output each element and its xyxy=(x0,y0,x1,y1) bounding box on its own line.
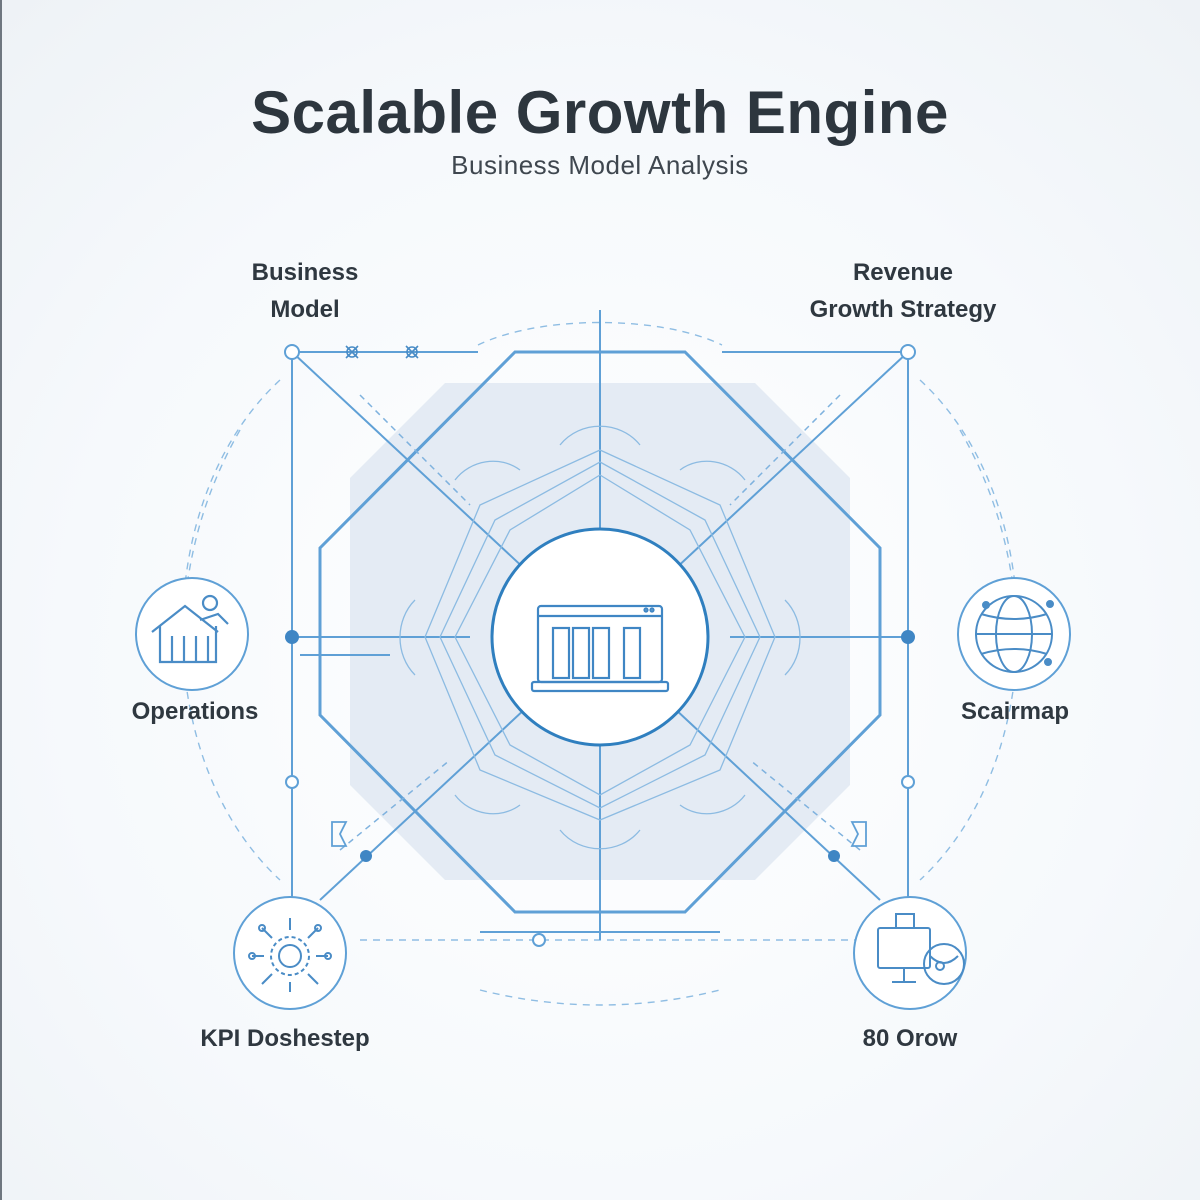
label-business-model-line1: Business xyxy=(251,259,359,286)
label-business-model: Business Model xyxy=(205,254,405,328)
label-revenue-growth-line2: Growth Strategy xyxy=(809,296,997,323)
label-operations: Operations xyxy=(131,698,259,725)
label-kpi: KPI Doshestep xyxy=(200,1025,370,1052)
label-business-model-line2: Model xyxy=(270,296,340,323)
small-gear-icons xyxy=(345,345,419,359)
label-orow: 80 Orow xyxy=(862,1025,958,1052)
globe-icon xyxy=(975,595,1054,673)
frame-edge xyxy=(0,0,2,1200)
operations-node[interactable] xyxy=(135,577,249,691)
center-hub xyxy=(490,527,710,747)
monitor-icon xyxy=(877,913,965,985)
outer-octagon xyxy=(318,350,882,914)
page-subtitle: Business Model Analysis xyxy=(451,150,749,180)
gear-network-icon xyxy=(248,918,332,992)
flag-markers xyxy=(331,821,867,847)
laptop-icon xyxy=(530,604,670,693)
kpi-node[interactable] xyxy=(233,896,347,1010)
orow-node[interactable] xyxy=(853,896,967,1010)
page-title: Scalable Growth Engine xyxy=(251,79,949,146)
label-revenue-growth: Revenue Growth Strategy xyxy=(763,254,1043,328)
label-scairmap: Scairmap xyxy=(960,698,1070,725)
house-icon xyxy=(151,594,229,664)
label-revenue-growth-line1: Revenue xyxy=(852,259,954,286)
flow-arrows xyxy=(339,394,861,851)
scairmap-node[interactable] xyxy=(957,577,1071,691)
junction-nodes xyxy=(284,344,916,947)
